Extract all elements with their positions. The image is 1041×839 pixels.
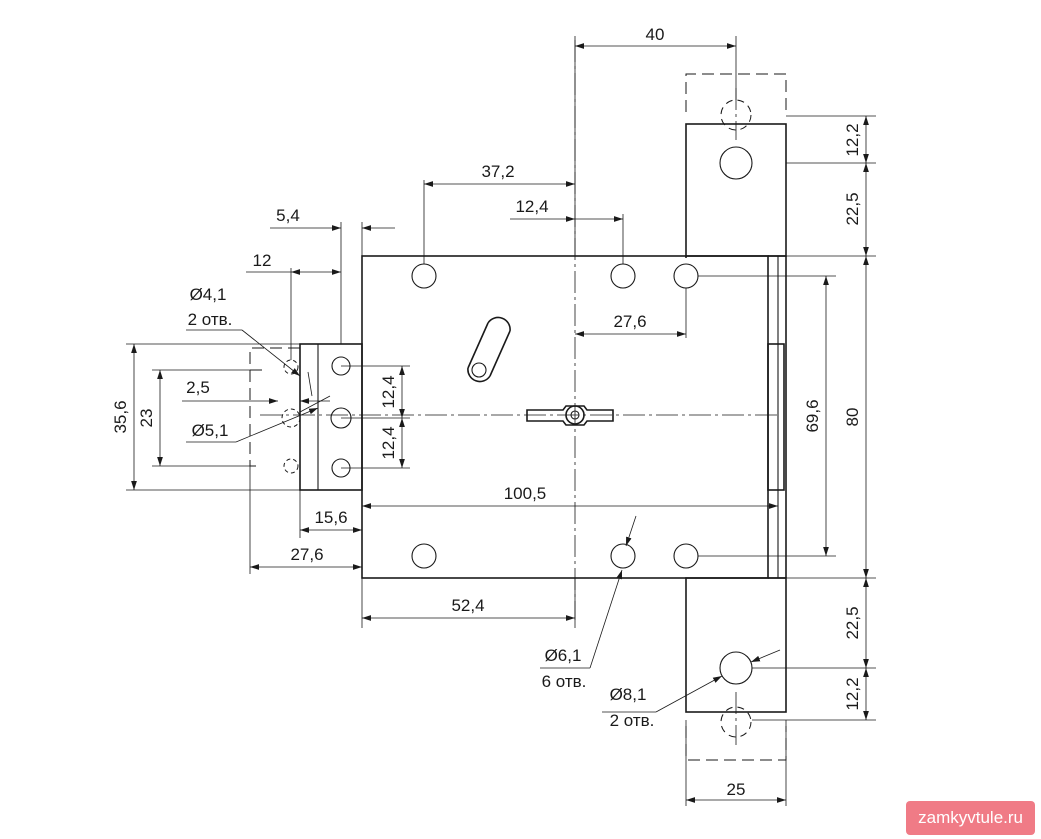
- callout-hole-6-1-diameter: Ø6,1: [545, 646, 582, 665]
- strike-plate-top: [685, 123, 787, 257]
- key-spindle: [526, 405, 614, 426]
- dim-35-6: 35,6: [111, 400, 130, 433]
- callout-hole-8-1-count: 2 отв.: [610, 711, 655, 730]
- dim-25: 25: [727, 780, 746, 799]
- callout-hole-4-1-count: 2 отв.: [188, 310, 233, 329]
- dim-22-5-top: 22,5: [843, 192, 862, 225]
- dim-12: 12: [253, 251, 272, 270]
- dim-27-6-bottom: 27,6: [290, 545, 323, 564]
- strike-holes-8-1: [719, 146, 753, 685]
- dim-100-5: 100,5: [504, 484, 547, 503]
- callout-hole-4-1-diameter: Ø4,1: [190, 285, 227, 304]
- angled-slot: [467, 316, 511, 383]
- dim-52-4: 52,4: [451, 596, 484, 615]
- dim-5-4: 5,4: [276, 206, 300, 225]
- dim-22-5-bottom: 22,5: [843, 606, 862, 639]
- dim-2-5: 2,5: [186, 378, 210, 397]
- dim-12-2-top: 12,2: [843, 123, 862, 156]
- dim-15-6: 15,6: [314, 508, 347, 527]
- lock-body: [361, 255, 769, 579]
- dim-37-2: 37,2: [481, 162, 514, 181]
- dim-27-6-inner: 27,6: [613, 312, 646, 331]
- dim-12-2-bottom: 12,2: [843, 677, 862, 710]
- site-watermark[interactable]: zamkyvtule.ru: [906, 801, 1035, 835]
- callout-hole-8-1-diameter: Ø8,1: [610, 685, 647, 704]
- callout-hole-6-1-count: 6 отв.: [542, 672, 587, 691]
- callout-hole-5-1-diameter: Ø5,1: [192, 421, 229, 440]
- faceplate: [299, 343, 363, 491]
- strike-plate-bottom: [685, 577, 787, 713]
- dim-40: 40: [646, 25, 665, 44]
- dim-23: 23: [137, 409, 156, 428]
- dim-80: 80: [843, 408, 862, 427]
- dim-12-4-b: 12,4: [379, 426, 398, 459]
- dim-12-4-top: 12,4: [515, 197, 548, 216]
- dim-69-6: 69,6: [803, 399, 822, 432]
- mounting-holes-6-1: [411, 263, 699, 569]
- dim-12-4-a: 12,4: [379, 375, 398, 408]
- faceplate-holes: [330, 356, 352, 478]
- bolt: [767, 343, 785, 491]
